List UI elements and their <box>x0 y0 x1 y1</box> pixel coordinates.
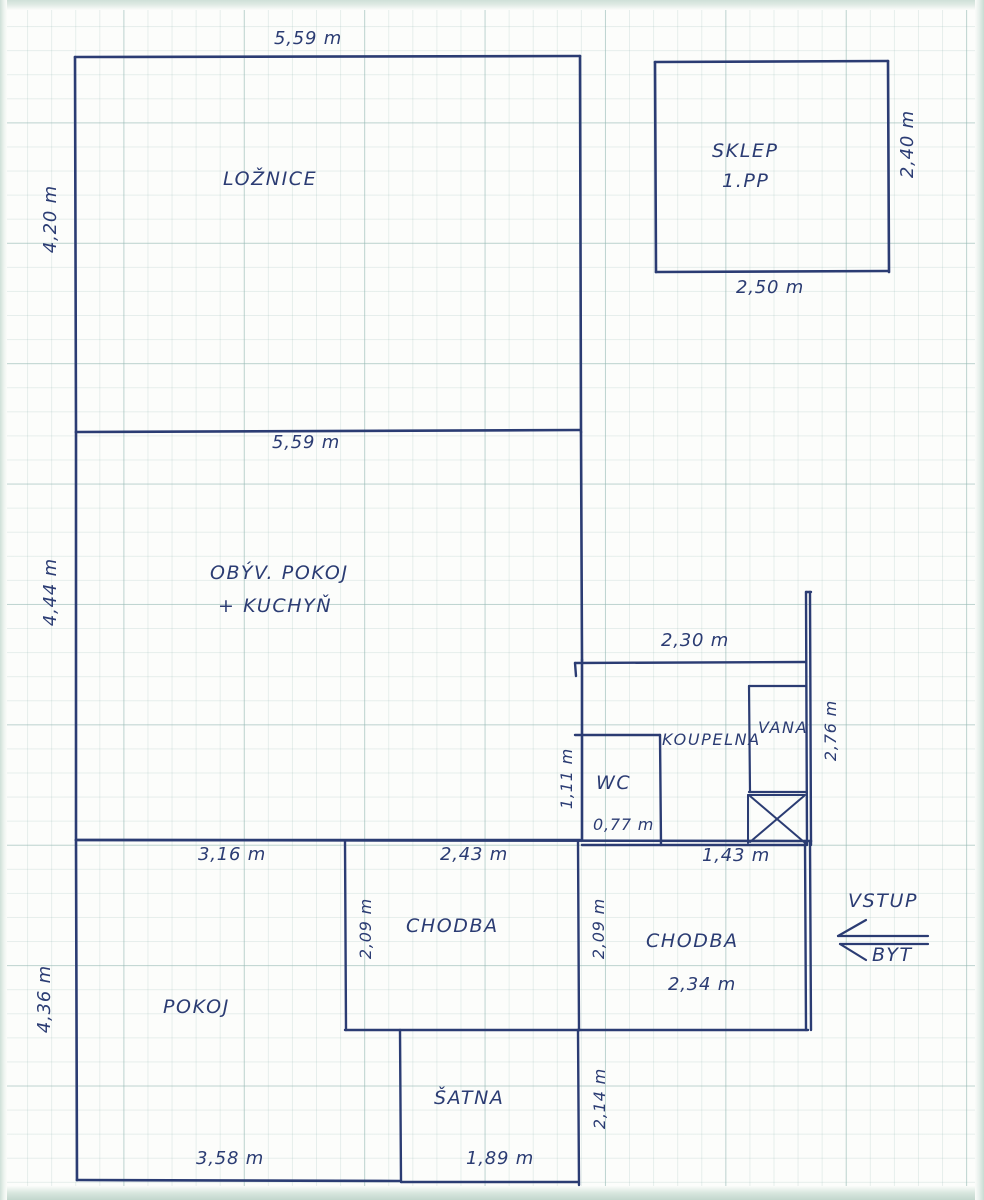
dimension-loznice-left: 4,20 m <box>40 185 61 254</box>
dimension-pokoj-left: 4,36 m <box>34 965 55 1034</box>
dimension-chodba1-top: 2,43 m <box>440 844 509 865</box>
dimension-wc-bottom: 0,77 m <box>593 815 655 834</box>
page-edge-left <box>0 0 7 1200</box>
dimension-obyvak-left: 4,44 m <box>40 558 61 627</box>
room-outline-obyvaci-pokoj <box>74 430 584 842</box>
dimension-sklep-right: 2,40 m <box>897 110 918 179</box>
room-outline-loznice <box>73 54 583 434</box>
entry-arrow-icon <box>836 918 930 962</box>
room-outline-koupelna <box>573 590 813 847</box>
dimension-koupelna-bottom: 1,43 m <box>702 845 771 866</box>
room-label-obyvaci-pokoj: OBÝV. POKOJ <box>210 562 349 584</box>
room-label-chodba-1: CHODBA <box>406 915 499 937</box>
dimension-wc-left: 1,11 m <box>557 748 576 810</box>
dimension-chodba1-left: 2,09 m <box>356 898 375 960</box>
dimension-satna-right: 2,14 m <box>590 1068 609 1130</box>
annotation-vstup: VSTUP <box>848 890 919 912</box>
dimension-obyvak-top: 5,59 m <box>272 432 341 453</box>
dimension-koupelna-right: 2,76 m <box>821 700 840 762</box>
room-label-sklep-floor: 1.PP <box>722 170 770 192</box>
room-label-sklep: SKLEP <box>712 140 779 162</box>
dimension-loznice-top: 5,59 m <box>274 28 343 49</box>
room-outline-satna <box>398 1028 581 1187</box>
room-label-vana: VANA <box>758 718 809 737</box>
room-label-koupelna: KOUPELNA <box>662 730 761 749</box>
dimension-pokoj-top: 3,16 m <box>198 844 267 865</box>
dimension-koupelna-top: 2,30 m <box>661 630 730 651</box>
fixture-vana-bathtub <box>747 684 808 794</box>
room-label-loznice: LOŽNICE <box>223 168 318 190</box>
room-outline-chodba-1 <box>343 839 582 1032</box>
room-label-pokoj: POKOJ <box>163 996 230 1018</box>
room-outline-sklep <box>653 59 891 274</box>
fixture-shower-square <box>747 794 806 844</box>
room-outline-chodba-2 <box>576 839 813 1032</box>
page-edge-bottom <box>0 1186 984 1200</box>
room-label-kuchyn: + KUCHYŇ <box>218 595 333 617</box>
annotation-byt: BYT <box>872 944 913 966</box>
page-edge-right <box>975 0 984 1200</box>
dimension-sklep-bottom: 2,50 m <box>736 277 805 298</box>
room-label-wc: WC <box>596 772 632 794</box>
dimension-pokoj-bottom: 3,58 m <box>196 1148 265 1169</box>
room-outline-pokoj <box>74 838 402 1183</box>
dimension-chodba2-left: 2,09 m <box>589 898 608 960</box>
dimension-satna-bottom: 1,89 m <box>466 1148 535 1169</box>
room-label-satna: ŠATNA <box>434 1087 505 1109</box>
page-edge-top <box>0 0 984 10</box>
dimension-chodba2-bottom: 2,34 m <box>668 974 737 995</box>
room-label-chodba-2: CHODBA <box>646 930 739 952</box>
wall-corridor-top <box>74 838 813 843</box>
